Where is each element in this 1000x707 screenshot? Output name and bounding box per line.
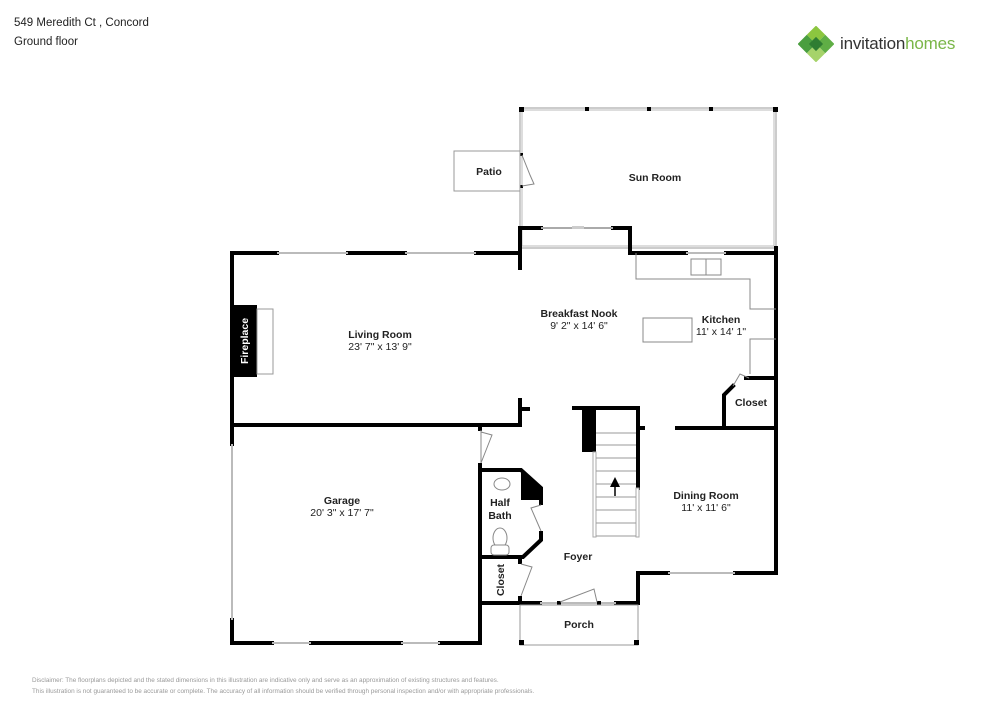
floor-level: Ground floor <box>14 36 78 48</box>
disclaimer-line-2: This illustration is not guaranteed to b… <box>32 688 535 695</box>
kitchen-fixtures <box>635 253 776 374</box>
garage-dimensions: 20' 3" x 17' 7" <box>310 507 374 519</box>
fireplace-label: Fireplace <box>239 318 251 364</box>
clover-logo-icon <box>798 26 834 62</box>
half-bath-label-line2: Bath <box>488 510 511 522</box>
brand-name-part1: invitation <box>840 34 906 53</box>
garage-label: Garage <box>324 495 360 507</box>
kitchen-label: Kitchen <box>702 314 741 326</box>
dining-room-dimensions: 11' x 11' 6" <box>681 502 731 514</box>
brand-name: invitationhomes <box>840 34 955 54</box>
disclaimer-line-1: Disclaimer: The floorplans depicted and … <box>32 677 499 684</box>
kitchen-closet-label: Closet <box>735 397 768 409</box>
patio-label: Patio <box>476 166 502 178</box>
bath-fixtures <box>490 477 511 556</box>
half-bath-label-line1: Half <box>490 497 510 509</box>
staircase <box>582 410 640 538</box>
dining-room-label: Dining Room <box>673 490 738 502</box>
patio-outline <box>453 150 521 192</box>
living-room-label: Living Room <box>348 329 412 341</box>
breakfast-nook-label: Breakfast Nook <box>540 308 617 320</box>
walls <box>230 226 778 645</box>
door-swings <box>480 430 542 597</box>
living-room-dimensions: 23' 7" x 13' 9" <box>348 341 412 353</box>
fireplace <box>232 305 274 377</box>
stairs-up-arrow-icon <box>610 477 620 487</box>
foyer-closet-label: Closet <box>495 563 507 596</box>
disclaimer: Disclaimer: The floorplans depicted and … <box>32 675 534 697</box>
kitchen-island <box>642 317 693 343</box>
kitchen-dimensions: 11' x 14' 1" <box>696 326 746 338</box>
sun-room-label: Sun Room <box>629 172 682 184</box>
brand-logo: invitationhomes <box>798 26 955 62</box>
foyer-label: Foyer <box>564 551 593 563</box>
brand-name-part2: homes <box>905 34 956 53</box>
breakfast-nook-dimensions: 9' 2" x 14' 6" <box>550 320 608 332</box>
porch-outline <box>519 604 639 646</box>
sink-icon <box>493 477 511 491</box>
porch-label: Porch <box>564 619 594 631</box>
property-header: 549 Meredith Ct , Concord Ground floor <box>14 14 149 52</box>
property-address: 549 Meredith Ct , Concord <box>14 17 149 29</box>
